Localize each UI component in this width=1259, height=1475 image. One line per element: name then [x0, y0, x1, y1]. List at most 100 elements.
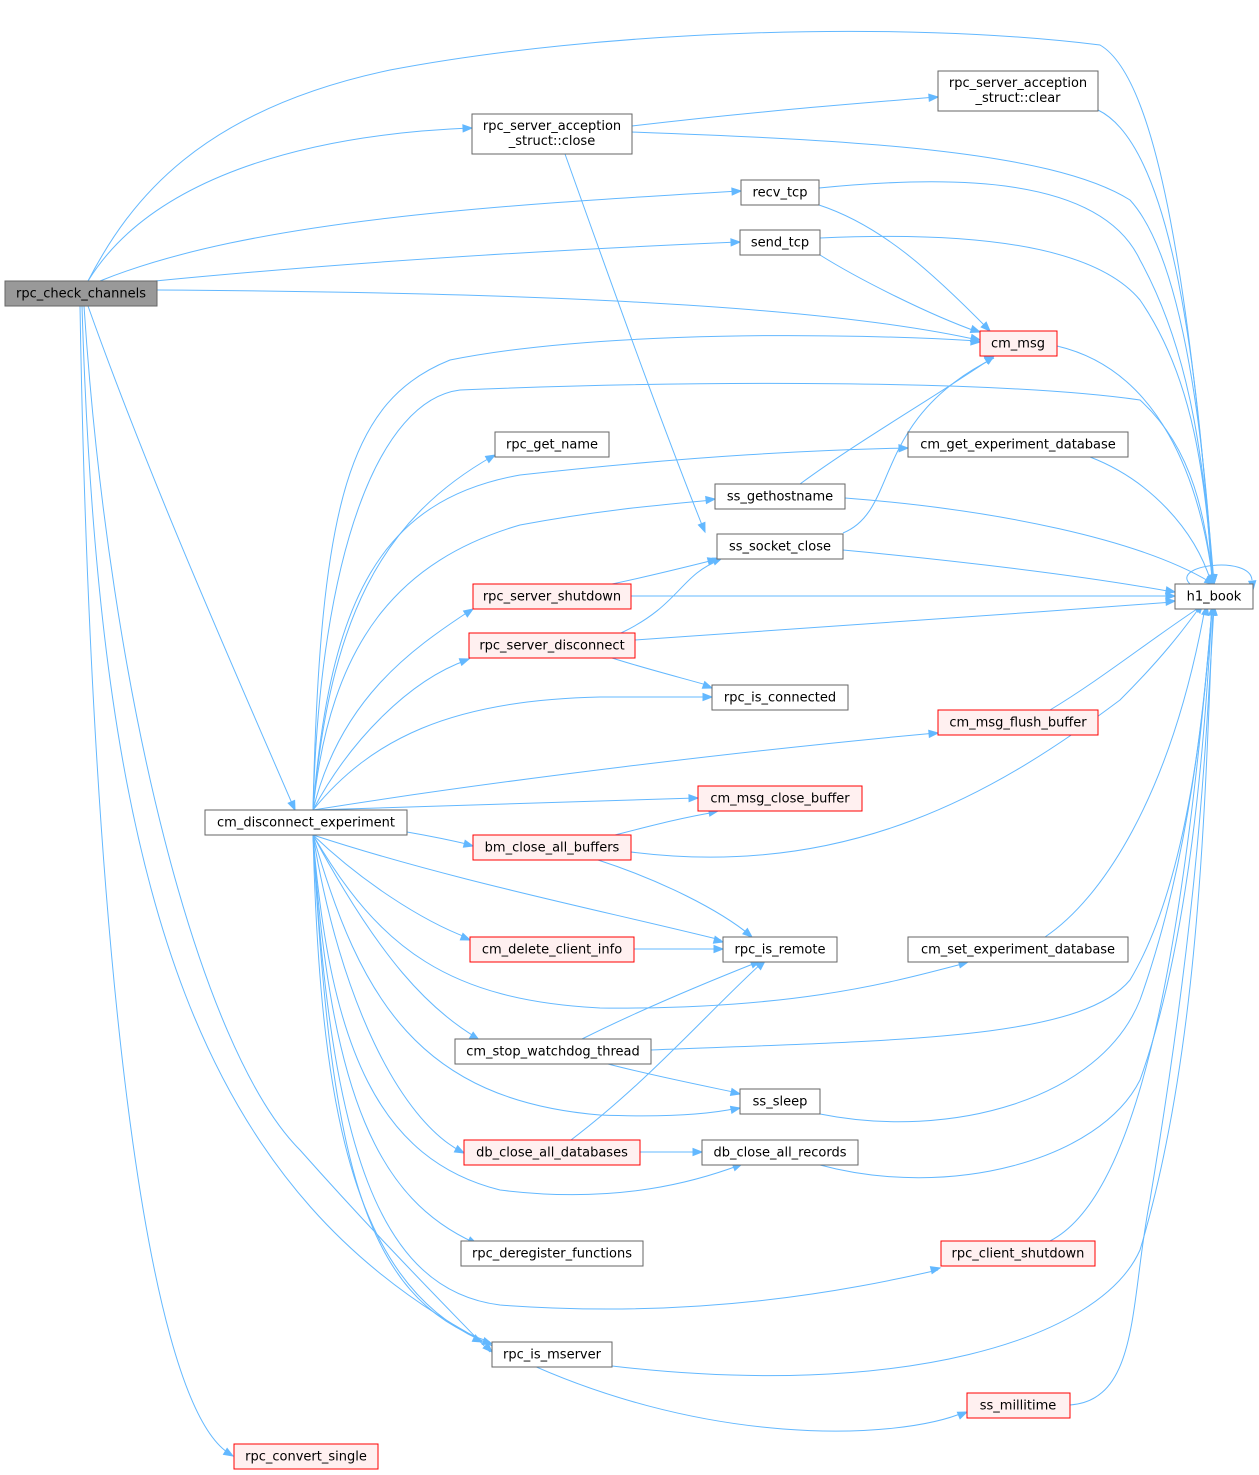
node-ss-gethostname[interactable]: ss_gethostname	[714, 483, 846, 510]
arrowhead	[697, 521, 706, 534]
node-label: rpc_server_acception	[949, 76, 1087, 91]
arrowhead	[729, 1087, 742, 1097]
arrowhead	[459, 932, 472, 941]
function-nodes: rpc_check_channels rpc_server_acception …	[4, 70, 1254, 1470]
node-label: ss_gethostname	[727, 490, 833, 505]
arrowhead	[729, 1105, 742, 1115]
node-cm-delete-client-info[interactable]: cm_delete_client_info	[469, 936, 635, 963]
node-h1-book[interactable]: h1_book	[1174, 583, 1254, 610]
node-label: h1_book	[1187, 590, 1242, 605]
call-edge	[87, 305, 296, 812]
node-db-close-all-records[interactable]: db_close_all_records	[701, 1139, 859, 1166]
call-edge	[634, 597, 1177, 641]
arrowhead	[980, 321, 991, 332]
arrowhead	[983, 355, 996, 365]
node-rpc-deregister-functions[interactable]: rpc_deregister_functions	[460, 1240, 644, 1267]
call-edge	[1049, 604, 1217, 1242]
call-edge	[87, 124, 474, 282]
call-edge	[312, 834, 479, 1245]
call-edge	[818, 181, 1218, 586]
arrowhead	[730, 238, 742, 247]
arrowhead	[898, 443, 910, 453]
call-edge	[312, 834, 942, 1310]
node-rpc-server-acception-struct-close[interactable]: rpc_server_acception _struct::close	[471, 113, 633, 155]
node-ss-socket-close[interactable]: ss_socket_close	[716, 533, 844, 560]
node-ss-sleep[interactable]: ss_sleep	[739, 1088, 821, 1115]
node-rpc-is-remote[interactable]: rpc_is_remote	[722, 936, 838, 963]
node-label: send_tcp	[751, 236, 809, 251]
arrowhead	[970, 337, 982, 346]
arrowhead	[484, 454, 497, 464]
arrowhead	[702, 692, 714, 702]
call-edge	[1044, 604, 1210, 938]
arrowhead	[742, 927, 754, 938]
arrowhead	[688, 793, 700, 803]
call-edge	[570, 960, 767, 1141]
call-edge	[312, 692, 714, 811]
arrowhead	[458, 658, 471, 667]
node-rpc-is-connected[interactable]: rpc_is_connected	[711, 684, 849, 711]
node-label: db_close_all_databases	[476, 1146, 628, 1161]
node-bm-close-all-buffers[interactable]: bm_close_all_buffers	[472, 834, 632, 861]
node-rpc-server-acception-struct-clear[interactable]: rpc_server_acception _struct::clear	[937, 70, 1099, 112]
call-edge	[1097, 109, 1218, 586]
node-send-tcp[interactable]: send_tcp	[739, 229, 821, 256]
node-label: rpc_convert_single	[245, 1450, 367, 1465]
node-rpc-get-name[interactable]: rpc_get_name	[494, 431, 610, 458]
node-label: db_close_all_records	[714, 1146, 847, 1161]
node-label: cm_delete_client_info	[482, 943, 622, 958]
call-edge	[312, 834, 466, 1154]
node-cm-msg-flush-buffer[interactable]: cm_msg_flush_buffer	[937, 709, 1099, 736]
arrowhead	[928, 729, 940, 739]
node-recv-tcp[interactable]: recv_tcp	[740, 179, 820, 206]
node-rpc-server-disconnect[interactable]: rpc_server_disconnect	[468, 632, 636, 659]
node-label: ss_socket_close	[729, 540, 831, 555]
arrowhead	[1165, 597, 1177, 606]
call-edge	[819, 604, 1217, 1123]
arrowhead	[755, 960, 767, 971]
arrowhead	[482, 1342, 493, 1353]
call-edge	[406, 831, 475, 848]
call-edge	[1069, 604, 1218, 1406]
node-cm-msg[interactable]: cm_msg	[979, 330, 1058, 357]
arrowhead	[929, 1266, 942, 1275]
node-cm-get-experiment-database[interactable]: cm_get_experiment_database	[907, 431, 1129, 458]
call-edge	[1089, 456, 1215, 586]
node-cm-disconnect-experiment[interactable]: cm_disconnect_experiment	[204, 809, 408, 836]
node-rpc-check-channels[interactable]: rpc_check_channels	[4, 280, 158, 307]
node-db-close-all-databases[interactable]: db_close_all_databases	[463, 1139, 641, 1166]
arrowhead	[705, 495, 717, 505]
call-edge	[81, 305, 969, 1432]
arrowhead	[956, 1411, 969, 1420]
node-rpc-client-shutdown[interactable]: rpc_client_shutdown	[940, 1240, 1096, 1267]
call-edge	[312, 495, 717, 811]
node-cm-set-experiment-database[interactable]: cm_set_experiment_database	[907, 936, 1129, 963]
call-edge	[597, 859, 754, 938]
node-label: cm_disconnect_experiment	[217, 816, 395, 831]
call-edge	[634, 944, 725, 954]
node-label: rpc_server_acception	[483, 119, 621, 134]
node-label: cm_stop_watchdog_thread	[466, 1045, 640, 1060]
node-label: _struct::clear	[974, 91, 1061, 106]
arrowhead	[1165, 591, 1177, 601]
arrowhead	[453, 1144, 466, 1154]
node-rpc-convert-single[interactable]: rpc_convert_single	[233, 1443, 379, 1470]
call-edge	[819, 604, 1217, 1179]
arrowhead	[1209, 604, 1218, 616]
node-rpc-is-mserver[interactable]: rpc_is_mserver	[491, 1341, 613, 1368]
call-edge	[818, 204, 991, 332]
node-label: cm_msg_flush_buffer	[949, 716, 1087, 731]
node-ss-millitime[interactable]: ss_millitime	[966, 1392, 1071, 1419]
arrowhead	[462, 608, 475, 618]
call-edge	[844, 497, 1216, 585]
call-edge	[312, 608, 475, 811]
arrowhead	[481, 1336, 494, 1346]
node-label: rpc_client_shutdown	[952, 1247, 1085, 1262]
call-edge	[611, 557, 719, 585]
node-rpc-server-shutdown[interactable]: rpc_server_shutdown	[472, 583, 632, 610]
call-edge	[611, 657, 714, 689]
node-cm-stop-watchdog-thread[interactable]: cm_stop_watchdog_thread	[454, 1038, 652, 1065]
arrowhead	[222, 1447, 235, 1457]
node-cm-msg-close-buffer[interactable]: cm_msg_close_buffer	[697, 785, 863, 812]
